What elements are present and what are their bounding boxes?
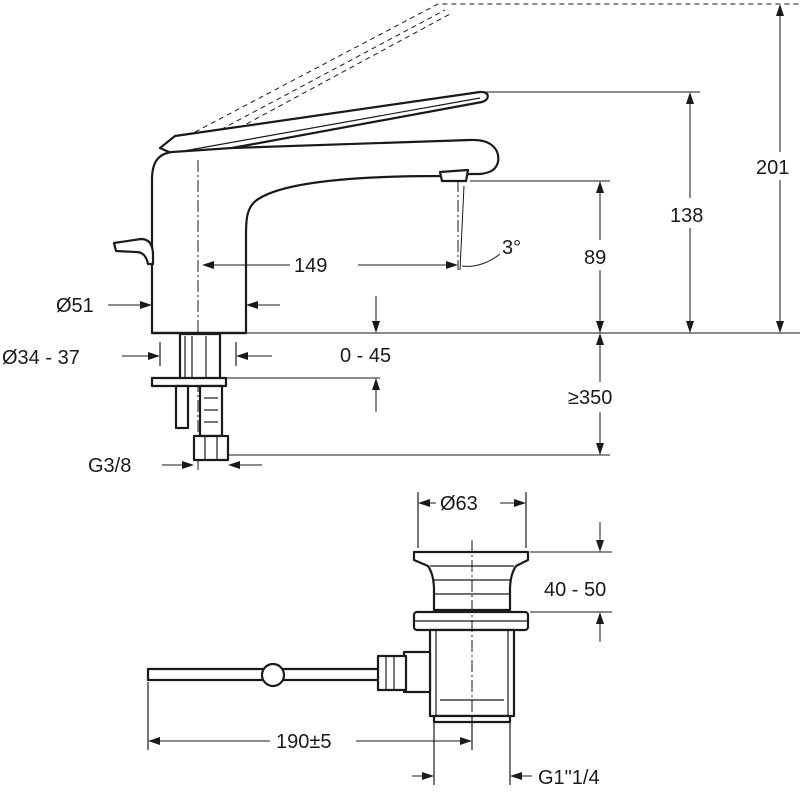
popup-rod-knob [112,237,155,266]
faucet-dimensions: 201 138 89 ≥350 149 3° Ø51 [2,4,800,477]
waste-dimensions: Ø63 40 - 50 190±5 G1"1/4 [147,492,612,789]
hose-nut [192,434,230,462]
label-hose-length: ≥350 [568,387,612,409]
label-waste-diameter: Ø63 [440,493,478,515]
label-spout-reach: 149 [294,255,327,277]
label-waste-depth: 40 - 50 [544,579,606,601]
label-waste-thread: G1"1/4 [538,767,600,789]
label-outlet-height: 89 [584,247,606,269]
waste-drawing [146,540,530,730]
label-spout-height: 138 [670,205,703,227]
supply-hose-right [198,384,224,438]
faucet-body [150,138,500,335]
label-spout-angle: 3° [502,237,521,259]
mounting-shank [178,332,222,382]
supply-hose-left [174,384,190,430]
label-total-height: 201 [756,157,789,179]
handle-raised-outline [194,3,800,133]
label-body-diameter: Ø51 [56,295,94,317]
label-rod-length: 190±5 [276,731,331,753]
rod-ball [260,662,286,688]
fixing-plate [150,376,228,388]
rod-connector [402,650,432,694]
waste-flange [412,550,530,612]
faucet-drawing [112,3,800,470]
aerator [438,168,470,183]
label-deck-thickness: 0 - 45 [340,345,391,367]
label-connection-thread: G3/8 [88,455,131,477]
label-hole-diameter: Ø34 - 37 [2,347,80,369]
